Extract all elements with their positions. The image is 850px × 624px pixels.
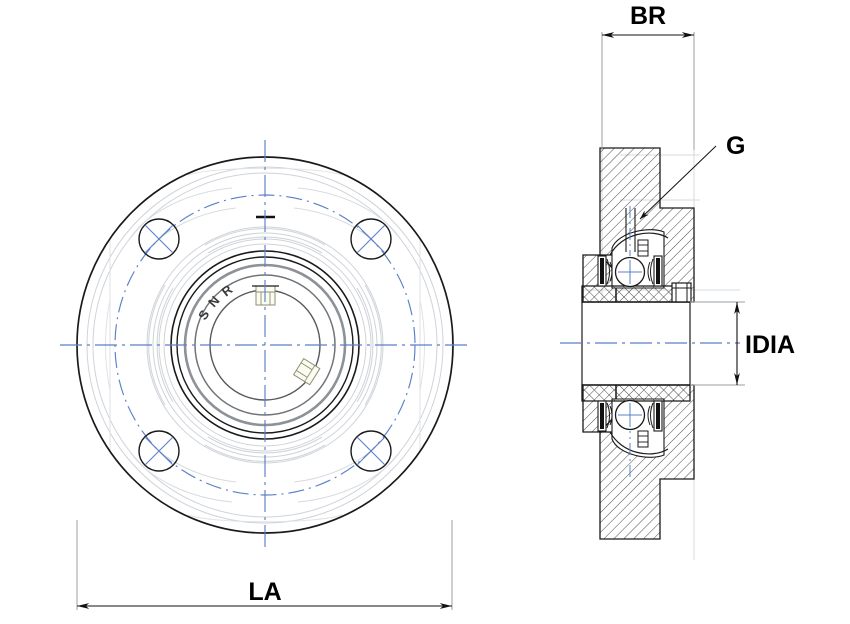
bolt-hole bbox=[138, 218, 180, 260]
seal-lower-left bbox=[597, 400, 613, 432]
svg-text:S: S bbox=[195, 306, 213, 322]
idia-label: IDIA bbox=[745, 331, 795, 359]
collar-setscrew-bottom bbox=[292, 357, 321, 386]
dimension-G: G bbox=[639, 132, 745, 220]
setscrew-boss-right bbox=[671, 282, 692, 303]
g-label: G bbox=[726, 132, 745, 160]
svg-text:N: N bbox=[205, 292, 223, 310]
spherical-seat-arc-upper bbox=[609, 232, 669, 256]
shaft-bore-lines bbox=[581, 301, 691, 386]
g-leader-line bbox=[639, 145, 717, 220]
dimension-LA: LA bbox=[76, 520, 453, 610]
grease-passage-upper bbox=[625, 206, 636, 256]
locking-grub-screw-lower bbox=[637, 430, 649, 448]
section-side-view bbox=[560, 40, 740, 560]
housing-upper-section bbox=[581, 147, 695, 303]
svg-text:R: R bbox=[219, 281, 236, 299]
seal-lower-right bbox=[647, 400, 663, 432]
inner-race-lower bbox=[581, 384, 691, 402]
dimension-IDIA: IDIA bbox=[690, 301, 795, 386]
seal-upper-left bbox=[597, 255, 613, 287]
seal-upper-right bbox=[647, 255, 663, 287]
front-view-centerlines bbox=[60, 140, 470, 550]
la-label: LA bbox=[248, 578, 281, 606]
bolt-hole bbox=[350, 430, 392, 472]
bolt-hole bbox=[350, 218, 392, 260]
bolt-hole-group bbox=[138, 218, 392, 472]
front-view: S N R bbox=[60, 140, 470, 550]
dimension-BR: BR bbox=[601, 2, 695, 150]
housing-lower-section bbox=[581, 384, 695, 540]
locking-grub-screw-upper bbox=[637, 239, 649, 257]
spherical-seat-arc-lower bbox=[609, 431, 669, 455]
br-label: BR bbox=[630, 2, 666, 30]
bolt-hole bbox=[138, 430, 180, 472]
